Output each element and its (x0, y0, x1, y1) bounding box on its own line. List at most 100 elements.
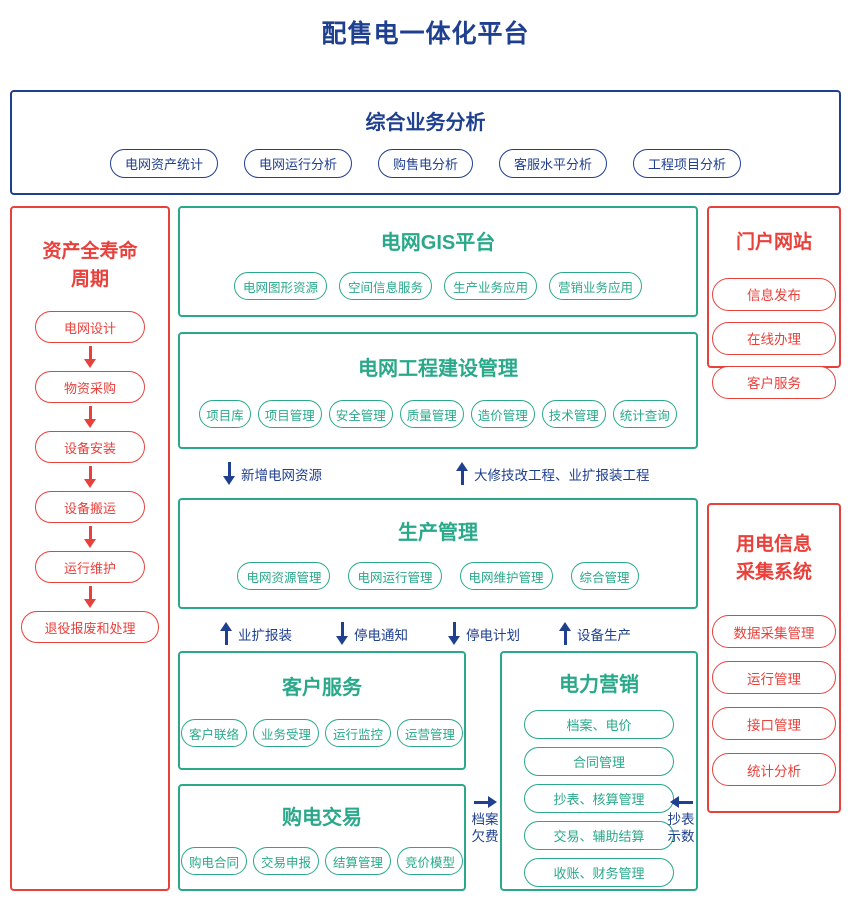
pill-comprehensive-management[interactable]: 综合管理 (570, 562, 639, 590)
section-title-asset-lifecycle: 资产全寿命 周期 (42, 238, 137, 293)
pill-grid-asset-statistics[interactable]: 电网资产统计 (109, 149, 218, 178)
connector-label: 停电通知 (354, 627, 408, 643)
pill-production-business-app[interactable]: 生产业务应用 (444, 272, 538, 300)
pill-grid-resource-management[interactable]: 电网资源管理 (237, 562, 331, 590)
pill-grid-operation-management[interactable]: 电网运行管理 (348, 562, 442, 590)
pill-bidding-model[interactable]: 竞价模型 (397, 847, 464, 875)
section-grid-gis-platform: 电网GIS平台 电网图形资源 空间信息服务 生产业务应用 营销业务应用 (178, 206, 698, 317)
arrow-down-icon (84, 346, 96, 369)
pill-online-service[interactable]: 在线办理 (712, 321, 836, 355)
section-power-purchase-trading: 购电交易 购电合同 交易申报 结算管理 竞价模型 (178, 784, 466, 891)
pill-safety-management[interactable]: 安全管理 (328, 400, 393, 428)
pill-information-release[interactable]: 信息发布 (712, 277, 836, 311)
arrow-down-icon (222, 462, 236, 485)
power-purchase-pill-row: 购电合同 交易申报 结算管理 竞价模型 (180, 847, 464, 875)
pill-technical-management[interactable]: 技术管理 (541, 400, 606, 428)
flow-step-grid-design[interactable]: 电网设计 (35, 311, 145, 344)
pill-project-management[interactable]: 项目管理 (257, 400, 322, 428)
pill-data-collection-management[interactable]: 数据采集管理 (712, 615, 836, 649)
connector-label: 停电计划 (466, 627, 520, 643)
flow-step-equipment-transport[interactable]: 设备搬运 (35, 491, 145, 524)
section-production-management: 生产管理 电网资源管理 电网运行管理 电网维护管理 综合管理 (178, 498, 698, 609)
connector-label: 业扩报装 (238, 627, 292, 643)
pill-purchase-sale-analysis[interactable]: 购售电分析 (377, 149, 473, 178)
portal-list: 信息发布 在线办理 客户服务 (712, 277, 836, 399)
project-pill-row: 项目库 项目管理 安全管理 质量管理 造价管理 技术管理 统计查询 (180, 400, 696, 428)
pill-archive-price[interactable]: 档案、电价 (524, 710, 674, 739)
flow-step-operation-maintenance[interactable]: 运行维护 (35, 551, 145, 584)
connector-equipment-production: 设备生产 (558, 622, 631, 645)
connector-outage-notice: 停电通知 (335, 622, 408, 645)
pill-statistical-analysis[interactable]: 统计分析 (712, 753, 836, 787)
connector-label: 新增电网资源 (241, 467, 322, 483)
section-title: 综合业务分析 (365, 112, 486, 134)
collect-title-line1: 用电信息 (735, 534, 812, 555)
flow-step-material-procurement[interactable]: 物资采购 (35, 371, 145, 404)
pill-operation-management-collect[interactable]: 运行管理 (712, 661, 836, 695)
pill-customer-service-level-analysis[interactable]: 客服水平分析 (499, 149, 608, 178)
pill-engineering-project-analysis[interactable]: 工程项目分析 (633, 149, 742, 178)
collect-list: 数据采集管理 运行管理 接口管理 统计分析 (712, 615, 836, 787)
connector-label-line1: 档案 (471, 812, 499, 827)
connector-meter-reading: 抄表 示数 (661, 796, 701, 846)
section-grid-engineering-construction: 电网工程建设管理 项目库 项目管理 安全管理 质量管理 造价管理 技术管理 统计… (178, 332, 698, 449)
arrow-down-icon (84, 526, 96, 549)
section-asset-lifecycle: 资产全寿命 周期 电网设计 物资采购 设备安装 设备搬运 运行维护 退役报废和处… (10, 206, 170, 891)
pill-purchase-contract[interactable]: 购电合同 (180, 847, 247, 875)
page-title: 配售电一体化平台 (321, 20, 530, 48)
pill-grid-maintenance-management[interactable]: 电网维护管理 (459, 562, 553, 590)
connector-new-grid-resource: 新增电网资源 (222, 462, 322, 485)
pill-interface-management[interactable]: 接口管理 (712, 707, 836, 741)
pill-customer-contact[interactable]: 客户联络 (180, 719, 247, 747)
pill-operation-monitoring[interactable]: 运行监控 (325, 719, 392, 747)
section-title-portal: 门户网站 (735, 232, 812, 253)
section-title-power-purchase: 购电交易 (282, 807, 362, 829)
section-power-consumption-collection: 用电信息 采集系统 数据采集管理 运行管理 接口管理 统计分析 (707, 503, 841, 813)
section-title-collect: 用电信息 采集系统 (736, 531, 812, 586)
marketing-list: 档案、电价 合同管理 抄表、核算管理 交易、辅助结算 收账、财务管理 (502, 710, 696, 887)
section-title-marketing: 电力营销 (559, 674, 639, 696)
pill-statistics-query[interactable]: 统计查询 (612, 400, 677, 428)
collect-title-line2: 采集系统 (735, 561, 812, 583)
pill-grid-operation-analysis[interactable]: 电网运行分析 (243, 149, 352, 178)
pill-contract-management[interactable]: 合同管理 (524, 747, 674, 776)
pill-operation-management[interactable]: 运营管理 (397, 719, 464, 747)
asset-lifecycle-title-line1: 资产全寿命 (42, 241, 138, 262)
pill-business-acceptance[interactable]: 业务受理 (252, 719, 319, 747)
section-portal-website: 门户网站 信息发布 在线办理 客户服务 (707, 206, 841, 399)
connector-label: 大修技改工程、业扩报装工程 (474, 467, 650, 483)
connector-overhaul-expansion: 大修技改工程、业扩报装工程 (455, 462, 650, 485)
pill-trading-declaration[interactable]: 交易申报 (252, 847, 319, 875)
arrow-up-icon (558, 622, 572, 645)
arrow-down-icon (84, 466, 96, 489)
section-title-project: 电网工程建设管理 (358, 358, 518, 380)
pill-collection-finance-management[interactable]: 收账、财务管理 (524, 858, 674, 887)
arrow-down-icon (335, 622, 349, 645)
arrow-up-icon (219, 622, 233, 645)
asset-lifecycle-flow: 电网设计 物资采购 设备安装 设备搬运 运行维护 退役报废和处理 (21, 311, 159, 644)
pill-marketing-business-app[interactable]: 营销业务应用 (549, 272, 643, 300)
pill-trading-auxiliary-settlement[interactable]: 交易、辅助结算 (524, 821, 674, 850)
produce-pill-row: 电网资源管理 电网运行管理 电网维护管理 综合管理 (180, 562, 696, 590)
pill-cost-management[interactable]: 造价管理 (470, 400, 535, 428)
pill-quality-management[interactable]: 质量管理 (399, 400, 464, 428)
customer-service-pill-row: 客户联络 业务受理 运行监控 运营管理 (180, 719, 464, 747)
pill-grid-graphic-resource[interactable]: 电网图形资源 (233, 272, 327, 300)
pill-settlement-management[interactable]: 结算管理 (325, 847, 392, 875)
arrow-down-icon (84, 406, 96, 429)
arrow-left-icon (669, 796, 693, 808)
section-title-gis: 电网GIS平台 (380, 232, 496, 254)
section-title-customer-service: 客户服务 (282, 677, 362, 699)
arrow-down-icon (447, 622, 461, 645)
flow-step-retirement-disposal[interactable]: 退役报废和处理 (21, 611, 159, 644)
asset-lifecycle-title-line2: 周期 (70, 268, 109, 290)
arrow-down-icon (84, 586, 96, 609)
pill-spatial-info-service[interactable]: 空间信息服务 (338, 272, 432, 300)
connector-outage-plan: 停电计划 (447, 622, 520, 645)
arrow-up-icon (455, 462, 469, 485)
pill-meter-reading-accounting[interactable]: 抄表、核算管理 (524, 784, 674, 813)
pill-project-library[interactable]: 项目库 (199, 400, 251, 428)
pill-customer-service[interactable]: 客户服务 (712, 365, 836, 399)
flow-step-equipment-installation[interactable]: 设备安装 (35, 431, 145, 464)
connector-label-line2: 示数 (667, 828, 695, 844)
